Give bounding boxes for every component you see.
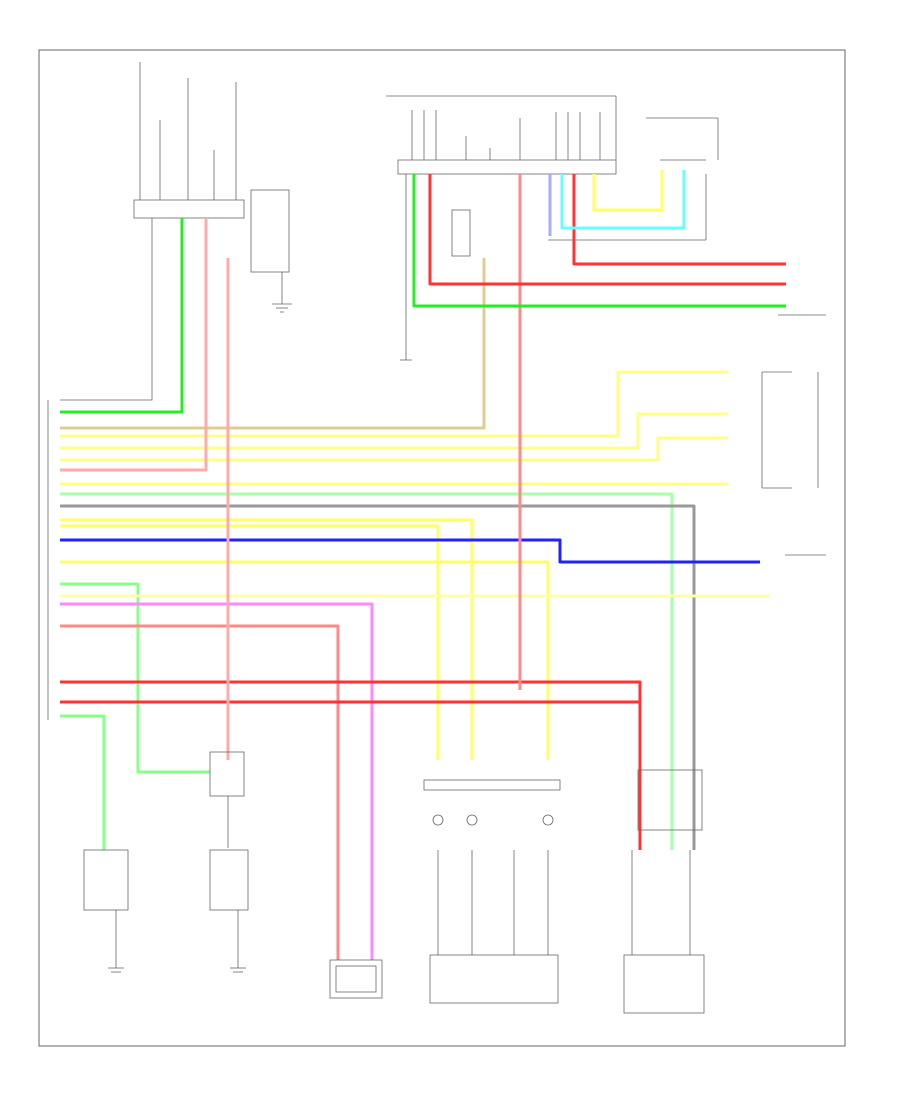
wires bbox=[60, 170, 786, 960]
left-buckle-switch bbox=[83, 849, 129, 973]
diagram-frame bbox=[38, 49, 846, 1047]
occupant-sensor-bracket bbox=[761, 371, 826, 556]
center-switch bbox=[209, 751, 245, 848]
top-left-connector bbox=[133, 62, 292, 313]
tensioner-module bbox=[329, 959, 383, 999]
right-side-module bbox=[623, 769, 705, 1014]
center-buckle-switch bbox=[209, 849, 249, 973]
airbag-module bbox=[423, 779, 561, 1004]
top-center-connector bbox=[386, 95, 826, 361]
